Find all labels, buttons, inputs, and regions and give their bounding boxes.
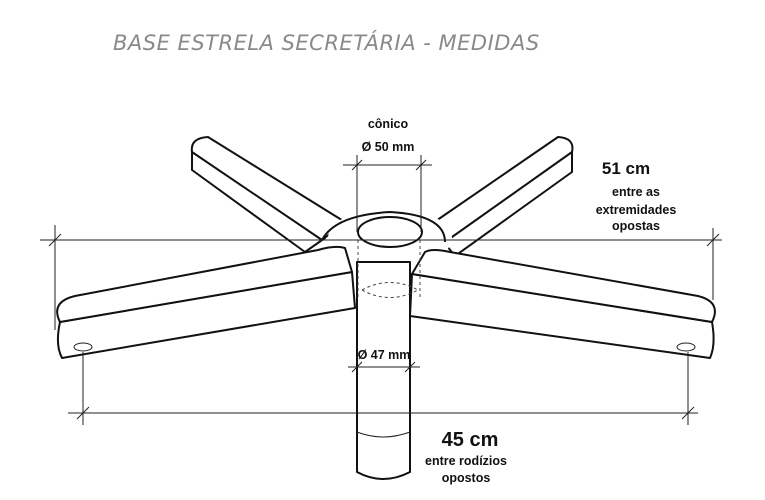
caster-hole-right <box>676 342 696 352</box>
span-45-line2: opostos <box>442 471 491 485</box>
dimension-50mm <box>343 155 432 232</box>
arm-front <box>356 261 411 480</box>
span-45-line1: entre rodízios <box>425 454 507 468</box>
dimension-45cm <box>68 352 698 425</box>
caster-hole-left <box>73 342 93 352</box>
dimension-51cm <box>40 225 722 330</box>
arm-back-left <box>190 136 346 253</box>
dimension-47mm <box>348 361 420 373</box>
top-diameter-label: Ø 50 mm <box>362 140 415 154</box>
span-51-line2: extremidades <box>596 203 677 217</box>
center-bore <box>357 216 423 248</box>
span-51-value: 51 cm <box>602 159 650 178</box>
arm-left <box>56 245 356 359</box>
span-45-value: 45 cm <box>442 429 499 451</box>
diagram-title: BASE ESTRELA SECRETÁRIA - MEDIDAS <box>113 30 540 55</box>
span-51-line3: opostas <box>612 219 660 233</box>
arm-right <box>409 249 716 359</box>
span-51-line1: entre as <box>612 185 660 199</box>
arm-back-right <box>429 136 574 257</box>
bore-type-label: cônico <box>368 117 409 131</box>
bottom-diameter-label: Ø 47 mm <box>358 348 411 362</box>
